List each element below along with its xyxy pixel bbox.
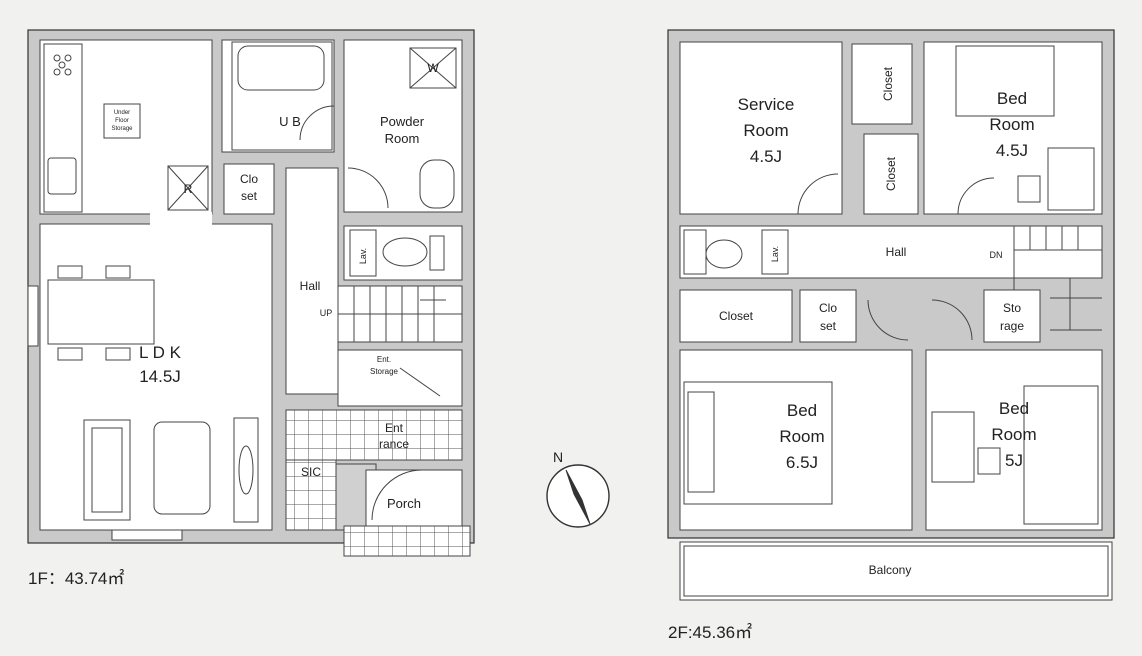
bed-ne-label-1: Bed — [997, 89, 1027, 108]
closet-a — [851, 43, 913, 125]
kitchen-sink — [47, 157, 77, 195]
hall-1f — [285, 167, 339, 395]
underfloor-label-2: Floor — [115, 118, 129, 124]
closet-b-label: Closet — [884, 156, 898, 191]
closet-1f-label-2: set — [241, 189, 258, 203]
bed-se-label-1: Bed — [999, 399, 1029, 418]
closet-1f-label-1: Clo — [240, 172, 258, 186]
powder-label-1: Powder — [380, 114, 425, 129]
closet-a-label: Closet — [881, 66, 895, 101]
bed-se — [1023, 385, 1099, 525]
closet-d — [799, 289, 857, 343]
storage-2f-label-2: rage — [1000, 319, 1024, 333]
hall-2f — [679, 225, 1103, 279]
ub-label: U B — [279, 114, 301, 129]
service-room-label-1: Service — [738, 95, 795, 114]
washer-label: W — [427, 61, 439, 75]
ent-storage-label-2: Storage — [370, 367, 399, 376]
bed-se-size: 5J — [1005, 451, 1023, 470]
ldk-size: 14.5J — [139, 367, 181, 386]
desk-ne — [1047, 147, 1095, 211]
bathtub — [237, 45, 325, 91]
lav-2f-label: Lav. — [770, 246, 780, 262]
compass-icon: N — [546, 449, 610, 528]
closet-c — [679, 289, 793, 343]
underfloor-label-3: Storage — [111, 126, 133, 132]
underfloor-label-1: Under — [114, 110, 130, 116]
toilet-bowl — [382, 237, 428, 267]
balcony-label: Balcony — [869, 563, 912, 577]
bed-sw-label-1: Bed — [787, 401, 817, 420]
porch-label: Porch — [387, 496, 421, 511]
dn-label: DN — [990, 250, 1003, 260]
sic-label: SIC — [301, 465, 321, 479]
closet-b — [863, 133, 919, 215]
floor1-plan: L D K 14.5J Under Floor Storage R Clo se… — [27, 29, 475, 557]
closet-d-label-1: Clo — [819, 301, 837, 315]
balcony — [679, 541, 1113, 601]
closet-d-label-2: set — [820, 319, 837, 333]
tv-board — [233, 417, 259, 523]
shoe-closet — [285, 459, 337, 531]
bed-sw-label-2: Room — [779, 427, 824, 446]
entrance-label-2: rance — [379, 437, 409, 451]
bed-ne — [955, 45, 1055, 117]
up-label: UP — [320, 308, 333, 318]
entrance-label-1: Ent — [385, 421, 404, 435]
closet-c-label: Closet — [719, 309, 754, 323]
floor2-area-label: 2F:45.36㎡ — [668, 623, 752, 642]
desk-se — [931, 411, 975, 483]
washbasin — [419, 159, 455, 209]
dining-table — [47, 279, 155, 345]
storage-2f-label-1: Sto — [1003, 301, 1021, 315]
porch-steps — [343, 525, 471, 557]
bed-ne-size: 4.5J — [996, 141, 1028, 160]
service-room-size: 4.5J — [750, 147, 782, 166]
porch — [365, 469, 463, 527]
entrance — [285, 409, 463, 461]
ent-storage-label-1: Ent. — [377, 355, 391, 364]
closet-1f — [223, 163, 275, 215]
low-table — [153, 421, 211, 515]
compass-north-label: N — [553, 449, 563, 465]
entrance-storage — [337, 349, 463, 407]
ldk-label: L D K — [139, 343, 182, 362]
hall-1f-label: Hall — [300, 279, 321, 293]
floor2-plan: Service Room 4.5J Closet Closet Bed Room… — [667, 29, 1115, 601]
bed-se-label-2: Room — [991, 425, 1036, 444]
hall-2f-label: Hall — [886, 245, 907, 259]
refrigerator-label: R — [184, 182, 193, 196]
toilet-2f — [705, 239, 743, 269]
storage-2f — [983, 289, 1041, 343]
service-room-label-2: Room — [743, 121, 788, 140]
powder-label-2: Room — [385, 131, 420, 146]
lav-1f-label: Lav. — [358, 248, 368, 264]
bed-ne-label-2: Room — [989, 115, 1034, 134]
underfloor-storage — [103, 103, 141, 139]
floor1-area-label: 1F：43.74㎡ — [28, 569, 124, 588]
service-room — [679, 41, 843, 215]
bed-sw-size: 6.5J — [786, 453, 818, 472]
